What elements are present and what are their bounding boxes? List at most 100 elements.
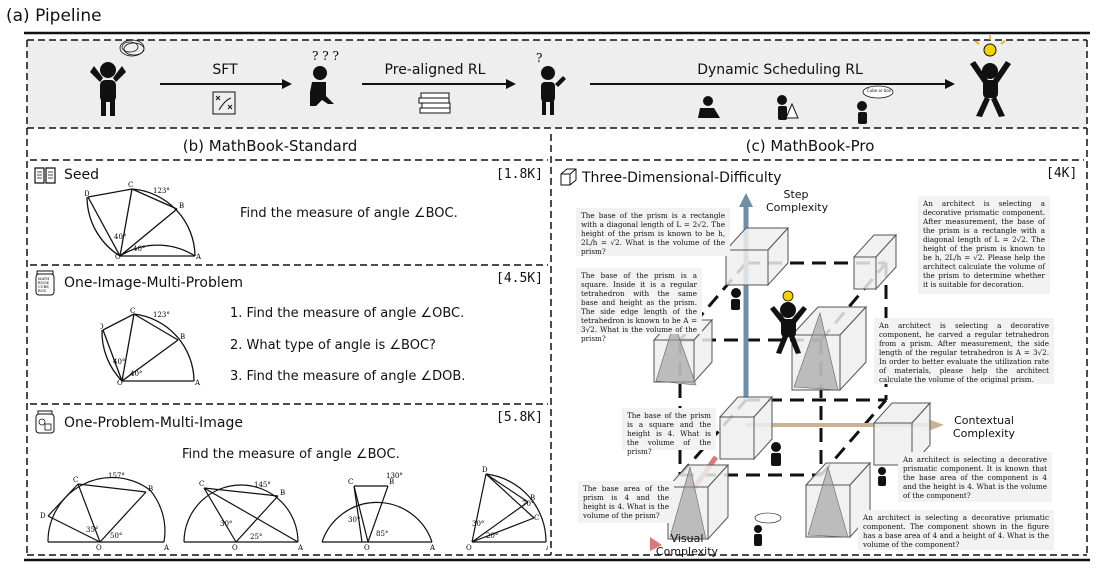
jar-shapes-icon [35, 410, 55, 434]
pipeline-graphics: ? ? ? ? [90, 35, 1011, 124]
contextual-axis-label: Contextual Complexity [952, 414, 1016, 440]
svg-text:?: ? [536, 51, 542, 65]
pipeline-title: (a) Pipeline [6, 6, 102, 26]
svg-text:130°: 130° [386, 472, 403, 480]
svg-text:C: C [128, 181, 133, 189]
svg-text:C: C [534, 514, 539, 522]
svg-text:30°: 30° [220, 520, 232, 528]
note-visual: The base area of the prism is 4 and the … [578, 481, 674, 523]
cube-icon [560, 168, 577, 186]
books-icon [418, 92, 451, 114]
svg-text:C: C [348, 478, 353, 486]
svg-text:D: D [482, 466, 488, 474]
svg-text:MATH: MATH [38, 277, 49, 281]
svg-text:O: O [117, 379, 123, 386]
svg-text:50°: 50° [110, 532, 122, 540]
svg-text:35°: 35° [86, 526, 98, 534]
curious-figure-icon [541, 66, 566, 115]
svg-text:B: B [180, 333, 185, 341]
opmi-geometries: O A B C D 157° 35° 50° O A B C 145° 30° 25° O A B C 13… [40, 466, 548, 552]
svg-text:40°: 40° [114, 233, 126, 241]
svg-text:157°: 157° [108, 472, 125, 480]
pro-lightbulb-icon [782, 290, 794, 302]
svg-text:O: O [364, 544, 370, 552]
svg-text:C: C [199, 480, 204, 488]
seed-question: Find the measure of angle ∠BOC. [240, 206, 458, 221]
svg-text:40°: 40° [130, 370, 142, 378]
svg-text:C: C [73, 476, 78, 484]
reading-figure-icon [698, 96, 720, 118]
oimp-question-2: 2. What type of angle is ∠BOC? [230, 338, 436, 353]
svg-text:A: A [297, 544, 304, 552]
svg-text:C: C [130, 307, 135, 315]
opmi-question: Find the measure of angle ∠BOC. [182, 447, 400, 462]
oimp-geometry: O A B C D 123° 40° 40° [100, 307, 201, 386]
svg-text:D: D [85, 190, 90, 198]
svg-text:40°: 40° [133, 245, 145, 253]
opmi-label: One-Problem-Multi-Image [64, 415, 243, 431]
svg-text:70°: 70° [522, 500, 534, 508]
svg-text:40°: 40° [113, 358, 125, 366]
oimp-label: One-Image-Multi-Problem [64, 275, 243, 291]
svg-text:B: B [530, 494, 535, 502]
pro-title: (c) MathBook-Pro [745, 137, 875, 155]
note-visual-context: An architect is selecting a decorative p… [858, 510, 1054, 550]
svg-text:B: B [389, 478, 394, 486]
svg-text:B: B [148, 485, 153, 493]
cube-bubble-figure-icon [857, 101, 867, 124]
bubble-text: Cube or box [866, 88, 892, 93]
svg-text:B: B [179, 202, 184, 210]
svg-text:O: O [466, 544, 472, 552]
opmi-count: [5.8K] [496, 410, 543, 425]
note-tetra-plain: The base of the prism is a square. Insid… [576, 268, 702, 343]
svg-text:30°: 30° [348, 516, 360, 524]
svg-text:BOX: BOX [38, 289, 46, 293]
svg-text:O: O [232, 544, 238, 552]
cone-figure-icon [777, 95, 799, 120]
lightbulb-icon [974, 35, 1006, 57]
pro-speech-bubble [754, 512, 782, 524]
book-icon [34, 167, 56, 184]
stage-prealigned-label: Pre-aligned RL [384, 62, 486, 78]
svg-text:145°: 145° [254, 481, 271, 489]
visual-axis-label: Visual Complexity [655, 532, 719, 558]
celebrating-figure-icon [970, 61, 1011, 117]
scribble-icon [119, 39, 145, 57]
note-contextual: An architect is selecting a decorative p… [898, 452, 1052, 502]
stressed-figure-icon [90, 62, 126, 116]
note-tetra-context: An architect is selecting a decorative c… [874, 318, 1054, 384]
svg-text:A: A [195, 253, 202, 259]
seed-label: Seed [64, 167, 99, 183]
seed-count: [1.8K] [496, 167, 543, 182]
tetrahedra [655, 311, 849, 540]
svg-text:85°: 85° [376, 530, 388, 538]
svg-text:D: D [100, 323, 104, 331]
svg-text:30°: 30° [472, 520, 484, 528]
svg-text:A: A [194, 379, 201, 386]
svg-text:25°: 25° [250, 533, 262, 541]
svg-text:BOOK: BOOK [38, 281, 49, 285]
svg-text:123°: 123° [153, 311, 170, 319]
svg-text:A: A [429, 544, 436, 552]
svg-text:123°: 123° [153, 187, 170, 195]
question-marks: ? ? ? [312, 49, 339, 63]
svg-text:20°: 20° [486, 532, 498, 540]
svg-text:O: O [115, 253, 121, 259]
oimp-count: [4.5K] [496, 271, 543, 286]
seed-geometry: O A B C D 123° 40° 40° [85, 181, 202, 259]
people-icons [731, 288, 886, 546]
note-step-context: An architect is selecting a decorative p… [918, 196, 1050, 294]
standard-title: (b) MathBook-Standard [182, 137, 358, 155]
speech-bubble [862, 85, 894, 99]
maze-icon [212, 91, 236, 115]
note-step-plain: The base of the prism is a rectangle wit… [576, 208, 730, 256]
thinking-figure-icon [310, 66, 334, 106]
difficulty-cube-diagram [650, 193, 944, 551]
oimp-question-3: 3. Find the measure of angle ∠DOB. [230, 369, 466, 384]
svg-text:A: A [545, 544, 548, 552]
svg-text:CUBE: CUBE [38, 285, 49, 289]
stage-sft-label: SFT [212, 62, 238, 78]
svg-text:D: D [40, 512, 46, 520]
svg-text:A: A [163, 544, 170, 552]
